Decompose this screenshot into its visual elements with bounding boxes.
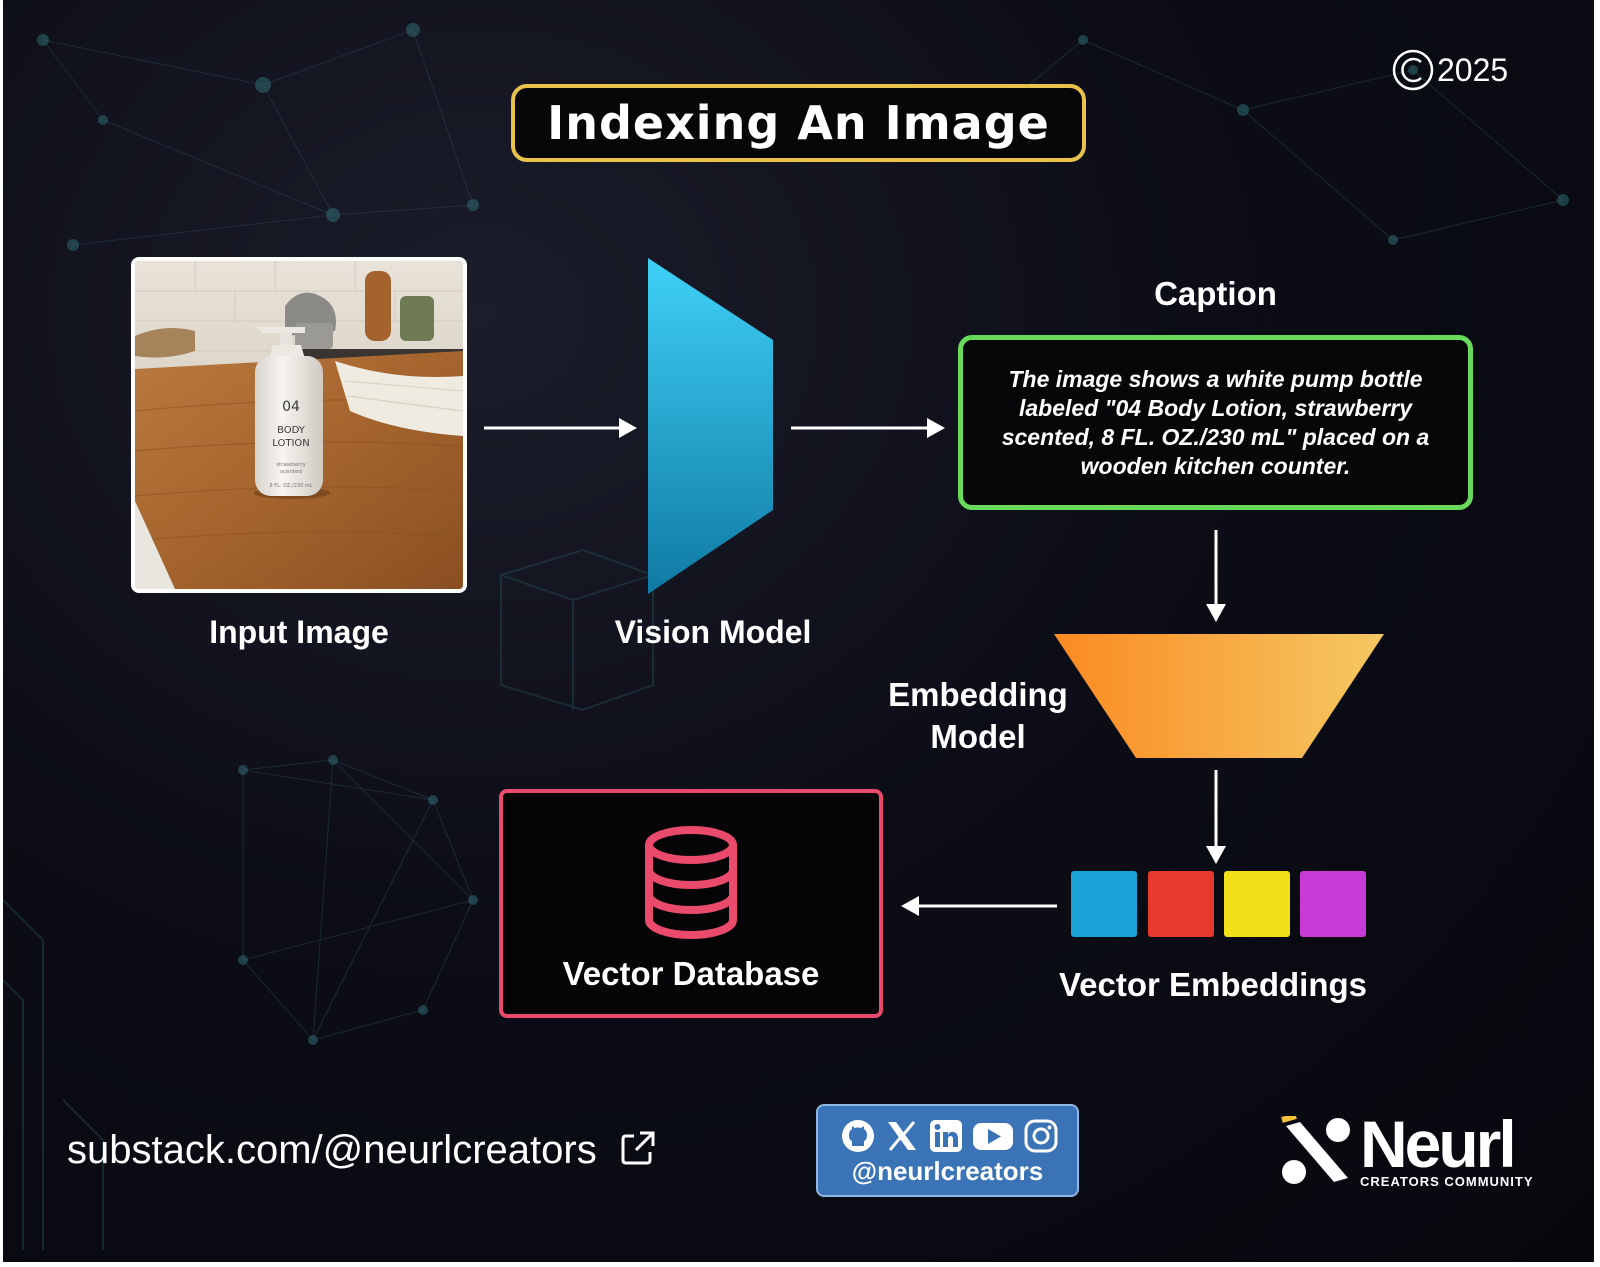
neurl-logo: Neurl CREATORS COMMUNITY xyxy=(1278,1107,1553,1192)
input-image-label: Input Image xyxy=(209,614,389,650)
page-title: Indexing An Image xyxy=(547,96,1050,150)
database-icon xyxy=(645,826,737,939)
external-link-icon xyxy=(621,1131,655,1165)
title-box: Indexing An Image xyxy=(511,84,1086,162)
substack-link[interactable]: substack.com/@neurlcreators xyxy=(67,1128,656,1173)
embedding-vector-1 xyxy=(1071,871,1137,937)
copyright: 2025 xyxy=(1391,48,1521,92)
copyright-year: 2025 xyxy=(1437,51,1509,88)
social-handle[interactable]: @neurlcreators xyxy=(851,1156,1044,1186)
bottle-scented: scented xyxy=(280,469,302,475)
embedding-model-shape xyxy=(1054,634,1384,758)
linkedin-icon[interactable] xyxy=(928,1118,964,1154)
copyright-icon xyxy=(1392,49,1434,91)
bottle-scent: strawberry xyxy=(276,462,306,468)
vector-database-box: Vector Database xyxy=(499,789,883,1018)
vision-model-label: Vision Model xyxy=(614,614,812,650)
flow-arrows xyxy=(484,418,1226,916)
x-icon[interactable] xyxy=(884,1118,920,1154)
neurl-x-mark-icon xyxy=(1281,1116,1350,1184)
social-links-box: @neurlcreators xyxy=(816,1104,1079,1197)
embedding-vector-2 xyxy=(1148,871,1214,937)
diagram-canvas: Indexing An Image 2025 xyxy=(3,0,1594,1262)
lotion-bottle-photo: 04 BODY LOTION strawberry scented 8 FL. … xyxy=(135,261,463,589)
embedding-model-label: Embedding Model xyxy=(873,674,1083,758)
embedding-vector-3 xyxy=(1224,871,1290,937)
caption-heading: Caption xyxy=(1154,275,1277,312)
arrow-vectors-to-database-head xyxy=(901,896,919,916)
embedding-model-label-line2: Model xyxy=(930,718,1026,755)
bottle-body: BODY xyxy=(277,425,306,436)
bottle-volume: 8 FL. OZ./230 mL xyxy=(269,483,312,489)
caption-box: The image shows a white pump bottle labe… xyxy=(958,335,1473,510)
bottle-lotion: LOTION xyxy=(272,438,310,449)
arrow-caption-to-embedding-head xyxy=(1206,604,1226,622)
vision-model-shape xyxy=(648,258,773,594)
arrow-embedding-to-vectors-head xyxy=(1206,846,1226,864)
embedding-model-label-line1: Embedding xyxy=(888,676,1068,713)
vector-embeddings-label: Vector Embeddings xyxy=(1058,966,1368,1003)
embedding-vector-4 xyxy=(1300,871,1366,937)
bottle-number: 04 xyxy=(282,399,300,415)
arrow-image-to-vision-head xyxy=(619,418,637,438)
github-icon[interactable] xyxy=(840,1118,876,1154)
youtube-icon[interactable] xyxy=(971,1118,1015,1154)
vector-database-label: Vector Database xyxy=(562,955,820,992)
caption-text: The image shows a white pump bottle labe… xyxy=(1001,365,1430,479)
substack-url[interactable]: substack.com/@neurlcreators xyxy=(67,1128,597,1172)
input-image: 04 BODY LOTION strawberry scented 8 FL. … xyxy=(131,257,467,593)
instagram-icon[interactable] xyxy=(1023,1118,1059,1154)
brand-tagline: CREATORS COMMUNITY xyxy=(1360,1174,1534,1189)
brand-name: Neurl xyxy=(1360,1107,1517,1181)
arrow-vision-to-caption-head xyxy=(927,418,945,438)
